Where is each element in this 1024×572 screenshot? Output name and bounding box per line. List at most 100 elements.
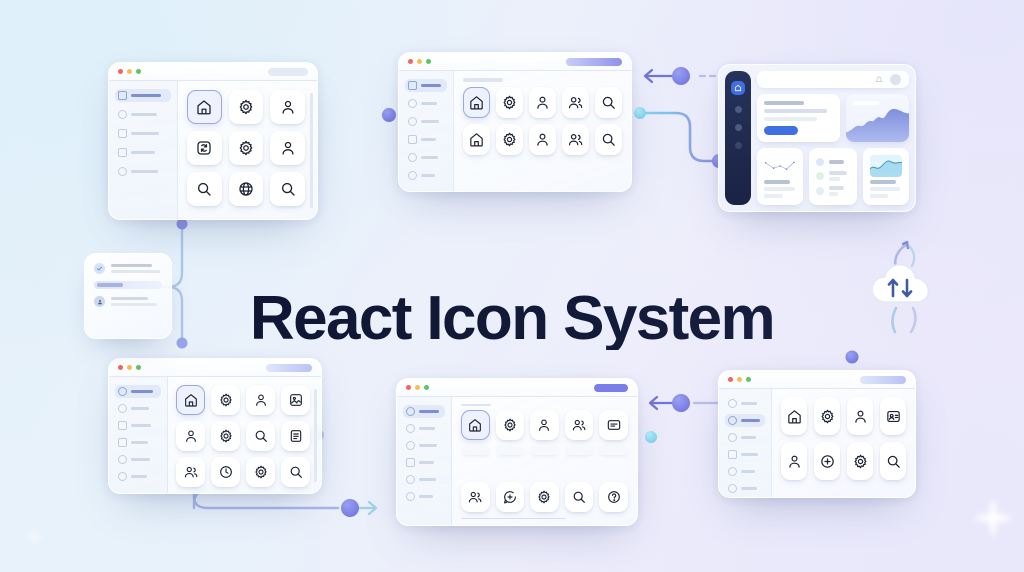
icon-tile-chat-plus[interactable] [495,481,525,512]
icon-tile-plus-circle[interactable] [814,442,840,480]
icon-tile-search[interactable] [880,442,906,480]
sidebar-item[interactable] [405,79,447,92]
sidebar-item[interactable] [115,89,171,102]
avatar[interactable] [890,74,901,86]
icon-tile-search[interactable] [246,421,275,451]
mini-card-row-highlighted[interactable] [94,281,162,289]
icon-tile-gear[interactable] [496,124,523,155]
window-top-center[interactable] [398,52,632,192]
sidebar-item[interactable] [725,397,765,410]
minimize-icon[interactable] [127,365,132,370]
sidebar-item[interactable] [115,470,161,483]
sidebar-item[interactable] [725,414,765,427]
icon-tile-document[interactable] [281,421,310,451]
icon-tile-user[interactable] [781,442,807,480]
sidebar-item[interactable] [403,473,445,486]
icon-tile-search[interactable] [187,172,222,206]
list-item[interactable] [816,170,850,181]
sidebar-item[interactable] [403,439,445,452]
sidebar-item[interactable] [405,133,447,146]
sidebar-item[interactable] [115,402,161,415]
icon-tile-gear[interactable] [246,457,275,487]
sidebar-item[interactable] [115,108,171,121]
icon-tile-gear[interactable] [228,90,264,124]
icon-tile-globe[interactable] [228,172,264,206]
nav-item-icon[interactable] [734,124,742,131]
scrollbar[interactable] [310,93,313,208]
icon-tile-gear[interactable] [211,421,240,451]
maximize-icon[interactable] [424,385,429,390]
bell-icon[interactable] [875,76,883,84]
icon-tile-home[interactable] [463,124,490,155]
nav-item-icon[interactable] [734,142,742,149]
icon-tile-users[interactable] [562,87,589,118]
mini-card-row[interactable] [94,296,162,307]
icon-grid[interactable] [463,87,622,155]
window-bottom-center[interactable] [396,378,638,526]
icon-grid[interactable] [781,397,906,480]
icon-tile-user[interactable] [176,421,205,451]
icon-tile-search[interactable] [270,172,305,206]
icon-tile-user[interactable] [529,87,556,118]
icon-tile-search[interactable] [595,124,622,155]
list-card[interactable] [809,148,857,205]
sidebar-item[interactable] [725,482,765,495]
icon-tile-home[interactable] [176,385,205,415]
icon-tile-search[interactable] [595,87,622,118]
sidebar-item[interactable] [115,385,161,398]
icon-tile-gear[interactable] [814,397,840,435]
icon-tile-user[interactable] [847,397,873,435]
sidebar-item[interactable] [405,169,447,182]
icon-tile-users[interactable] [564,409,594,440]
icon-tile-clock[interactable] [211,457,240,487]
window-bottom-right[interactable] [718,370,916,498]
icon-tile-user[interactable] [529,124,556,155]
icon-tile-search[interactable] [564,481,594,512]
sidebar-item[interactable] [403,456,445,469]
sidebar-item[interactable] [725,448,765,461]
sidebar[interactable] [399,71,454,191]
sidebar-item[interactable] [405,151,447,164]
icon-tile-image[interactable] [281,385,310,415]
icon-tile-users[interactable] [562,124,589,155]
sidebar[interactable] [109,81,178,219]
icon-tile-search[interactable] [281,457,310,487]
minimize-icon[interactable] [417,59,422,64]
dashboard-nav[interactable] [725,71,751,205]
icon-tile-message[interactable] [599,409,628,440]
sidebar-item[interactable] [115,436,161,449]
nav-home-icon[interactable] [731,81,745,95]
sidebar[interactable] [397,397,452,525]
scrollbar[interactable] [314,389,317,482]
close-icon[interactable] [728,377,733,382]
close-icon[interactable] [118,69,123,74]
close-icon[interactable] [118,365,123,370]
minimize-icon[interactable] [415,385,420,390]
sidebar-item[interactable] [405,115,447,128]
wave-chart-card[interactable] [862,148,909,205]
maximize-icon[interactable] [746,377,751,382]
icon-grid[interactable] [176,385,310,487]
icon-tile-user[interactable] [270,131,305,165]
icon-tile-users[interactable] [461,481,490,512]
nav-item-icon[interactable] [734,106,742,113]
icon-tile-gear[interactable] [530,481,559,512]
mini-card-row[interactable] [94,263,162,274]
icon-tile-help[interactable] [599,481,628,512]
area-chart-card[interactable] [845,94,909,142]
sidebar[interactable] [719,389,772,497]
icon-tile-home[interactable] [187,90,222,124]
icon-tile-home[interactable] [463,87,490,118]
window-top-left[interactable] [108,62,318,220]
window-bottom-left[interactable] [108,358,322,494]
sidebar-item[interactable] [403,405,445,418]
summary-card[interactable] [757,94,840,142]
icon-grid[interactable] [461,409,628,512]
icon-grid[interactable] [187,90,305,206]
list-item[interactable] [816,157,850,166]
maximize-icon[interactable] [136,365,141,370]
close-icon[interactable] [406,385,411,390]
icon-tile-gear[interactable] [211,385,240,415]
sidebar-item[interactable] [405,97,447,110]
sidebar-item[interactable] [115,453,161,466]
